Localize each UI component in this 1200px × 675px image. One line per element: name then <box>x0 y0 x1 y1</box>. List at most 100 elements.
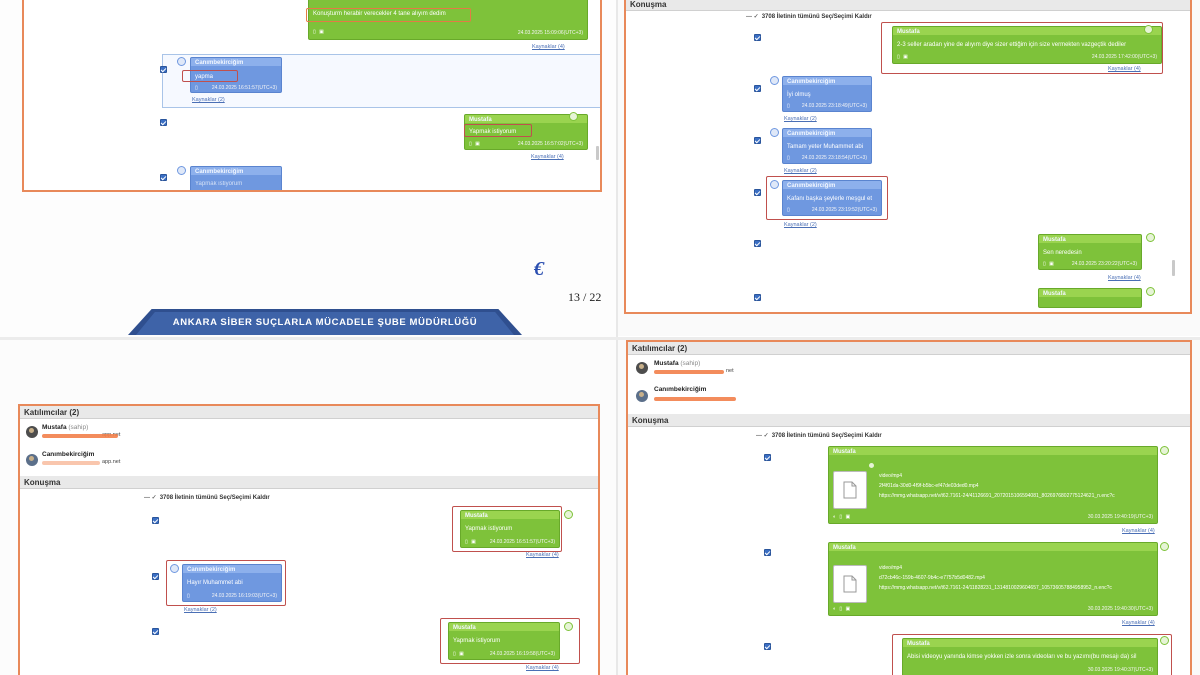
message-sender: Mustafa <box>469 117 492 123</box>
media-url[interactable]: https://mmg.whatsapp.net/v/t62.7161-24/1… <box>879 585 1112 591</box>
sources-link[interactable]: Kaynaklar (4) <box>1108 275 1141 281</box>
contact-avatar-icon <box>1146 233 1155 242</box>
message-text: 2-3 seller aradan yine de alıyım diye si… <box>897 42 1127 48</box>
message-bubble-incoming: Canımbekirciğim Kafanı başka şeylerle me… <box>782 180 882 216</box>
sources-link[interactable]: Kaynaklar (4) <box>531 154 564 160</box>
sources-link[interactable]: Kaynaklar (4) <box>526 665 559 671</box>
redaction-mark <box>42 461 100 465</box>
reply-icon <box>868 462 875 469</box>
message-sender: Canımbekirciğim <box>187 567 236 573</box>
source-icons: ▯ ▣ <box>1043 261 1055 267</box>
redaction-mark <box>654 370 724 374</box>
message-text: Kafanı başka şeylerle meşgul et <box>787 196 873 202</box>
sources-link[interactable]: Kaynaklar (4) <box>1122 528 1155 534</box>
scrollbar[interactable] <box>1172 260 1175 276</box>
contact-avatar-icon <box>170 564 179 573</box>
message-timestamp: 24.03.2025 23:18:49(UTC+3) <box>801 103 867 109</box>
video-file-icon[interactable] <box>833 565 867 603</box>
participant-avatar <box>26 426 38 438</box>
message-sender: Mustafa <box>453 625 476 631</box>
message-sender: Canımbekirciğim <box>195 169 244 175</box>
message-bubble-outgoing: Mustafa <box>1038 288 1142 308</box>
source-icons: ▯ ▣ <box>465 539 477 545</box>
message-timestamp: 24.03.2025 16:51:57(UTC+3) <box>211 85 277 91</box>
contact-avatar-icon <box>1160 542 1169 551</box>
message-bubble-incoming: Canımbekirciğim Yapmak istiyorum <box>190 166 282 190</box>
message-text: Yapmak istiyorum <box>453 638 501 644</box>
sources-link[interactable]: Kaynaklar (2) <box>784 116 817 122</box>
message-sender: Mustafa <box>833 545 856 551</box>
message-text: Tamam yeter Muhammet abi <box>787 144 864 150</box>
participant-avatar <box>26 454 38 466</box>
message-checkbox[interactable] <box>754 294 761 301</box>
sources-link[interactable]: Kaynaklar (4) <box>1122 620 1155 626</box>
media-mime-type: video/mp4 <box>879 473 903 479</box>
message-checkbox[interactable] <box>754 240 761 247</box>
sources-link[interactable]: Kaynaklar (4) <box>1108 66 1141 72</box>
video-file-icon[interactable] <box>833 471 867 509</box>
message-sender: Mustafa <box>1043 291 1066 297</box>
message-checkbox[interactable] <box>764 549 771 556</box>
scrollbar[interactable] <box>596 146 599 160</box>
message-timestamp: 24.03.2025 16:19:58(UTC+3) <box>489 651 555 657</box>
message-timestamp: 30.03.2025 19:40:30(UTC+3) <box>1087 606 1153 612</box>
message-timestamp: 24.03.2025 17:42:00(UTC+3) <box>1091 54 1157 60</box>
screenshot-frame: Katılımcılar (2) Mustafa (sahip) net Can… <box>626 340 1192 675</box>
select-all-toggle[interactable]: — ✓3708 İletinin tümünü Seç/Seçimi Kaldı… <box>746 14 872 20</box>
source-icons: ▯ ▣ <box>469 141 481 147</box>
sources-link[interactable]: Kaynaklar (2) <box>784 222 817 228</box>
message-text: yapma <box>195 74 214 80</box>
message-checkbox[interactable] <box>764 643 771 650</box>
contact-avatar-icon <box>1144 25 1153 34</box>
contact-avatar-icon <box>564 510 573 519</box>
select-all-toggle[interactable]: — ✓3708 İletinin tümünü Seç/Seçimi Kaldı… <box>144 495 270 501</box>
highlight-box <box>766 176 888 220</box>
message-bubble-outgoing: Mustafa Yapmak istiyorum ▯ ▣ 24.03.2025 … <box>448 622 560 660</box>
sources-link[interactable]: Kaynaklar (2) <box>184 607 217 613</box>
message-checkbox[interactable] <box>754 137 761 144</box>
contact-avatar-icon <box>177 57 186 66</box>
highlight-box <box>892 634 1172 675</box>
message-text: Hayır Muhammet abi <box>187 580 243 586</box>
sources-link[interactable]: Kaynaklar (2) <box>784 168 817 174</box>
message-bubble-incoming: Canımbekirciğim yapma ▯ 24.03.2025 16:51… <box>190 57 282 93</box>
message-checkbox[interactable] <box>152 573 159 580</box>
contact-avatar-icon <box>569 112 578 121</box>
message-checkbox[interactable] <box>160 174 167 181</box>
contact-avatar-icon <box>177 166 186 175</box>
media-file-name: d72cb46c-159b-4607-9b4c-e7757b5d0482.mp4 <box>879 575 985 581</box>
contact-avatar-icon <box>770 76 779 85</box>
message-checkbox[interactable] <box>152 517 159 524</box>
message-text: Yapmak istiyorum <box>195 181 243 187</box>
source-icons: ▯ <box>787 103 791 109</box>
redaction-mark <box>42 434 118 438</box>
select-all-toggle[interactable]: — ✓3708 İletinin tümünü Seç/Seçimi Kaldı… <box>756 433 882 439</box>
sources-link[interactable]: Kaynaklar (4) <box>526 552 559 558</box>
message-checkbox[interactable] <box>754 34 761 41</box>
message-checkbox[interactable] <box>152 628 159 635</box>
contact-avatar-icon <box>1146 287 1155 296</box>
message-text: Sen neredesin <box>1043 250 1082 256</box>
message-checkbox[interactable] <box>764 454 771 461</box>
message-checkbox[interactable] <box>754 85 761 92</box>
media-message-bubble: Mustafa video/mp4 2f4f01da-30d0-4f9f-b5b… <box>828 446 1158 524</box>
highlight-box <box>440 618 580 664</box>
sources-link[interactable]: Kaynaklar (4) <box>532 44 565 50</box>
sources-link[interactable]: Kaynaklar (2) <box>192 97 225 103</box>
highlight-box <box>881 22 1163 74</box>
message-bubble-outgoing: Mustafa 2-3 seller aradan yine de alıyım… <box>892 26 1162 64</box>
message-bubble-incoming: Canımbekirciğim İyi olmuş ▯ 24.03.2025 2… <box>782 76 872 112</box>
message-bubble-outgoing: Mustafa Yapmak istiyorum ▯ ▣ 24.03.2025 … <box>464 114 588 150</box>
source-icons: ◐ ▯ ▣ <box>833 514 852 520</box>
message-text: Yapmak istiyorum <box>469 129 517 135</box>
message-sender: Mustafa <box>833 449 856 455</box>
message-timestamp: 30.03.2025 19:40:19(UTC+3) <box>1087 514 1153 520</box>
participant-contact: Canımbekirciğim app.net <box>42 451 121 465</box>
message-checkbox[interactable] <box>160 66 167 73</box>
message-checkbox[interactable] <box>754 189 761 196</box>
message-text: İyi olmuş <box>787 92 811 98</box>
message-bubble-incoming: Canımbekirciğim Tamam yeter Muhammet abi… <box>782 128 872 164</box>
message-checkbox[interactable] <box>160 119 167 126</box>
contact-avatar-icon <box>564 622 573 631</box>
media-url[interactable]: https://mmg.whatsapp.net/v/t62.7161-24/4… <box>879 493 1115 499</box>
